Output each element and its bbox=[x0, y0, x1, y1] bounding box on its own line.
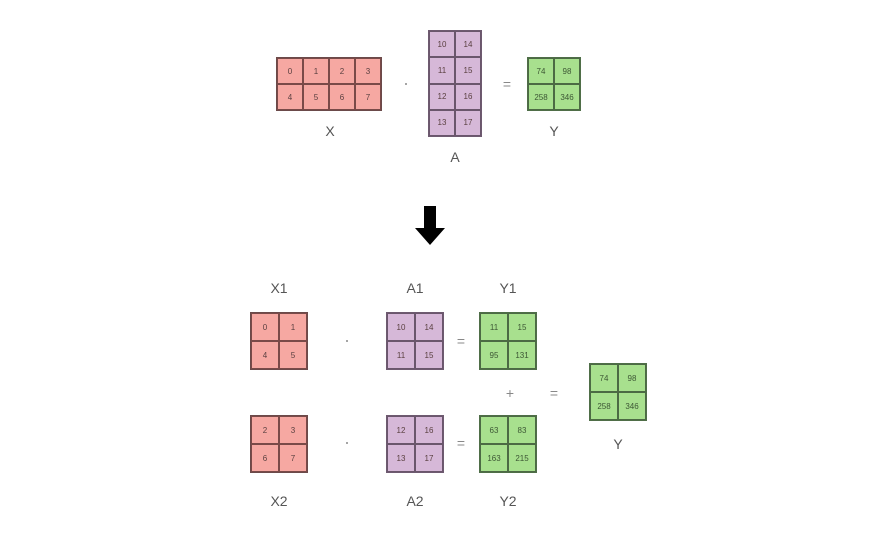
matrix-cell: 17 bbox=[455, 109, 481, 136]
matrix-cell: 13 bbox=[387, 444, 415, 472]
matrix-cell: 258 bbox=[590, 392, 618, 420]
matrix-cell: 74 bbox=[590, 364, 618, 392]
matrix-cell: 16 bbox=[415, 416, 443, 444]
matrix-cell: 346 bbox=[554, 84, 580, 110]
equals-operator: = bbox=[549, 385, 559, 401]
matrix-cell: 11 bbox=[387, 341, 415, 369]
label-a: A bbox=[450, 149, 460, 165]
matrix-y-result: 74 98 258 346 bbox=[589, 363, 647, 421]
matrix-x2: 2 3 6 7 bbox=[250, 415, 308, 473]
matrix-cell: 11 bbox=[429, 57, 455, 84]
matrix-cell: 131 bbox=[508, 341, 536, 369]
label-a1: A1 bbox=[406, 280, 424, 296]
matrix-a1: 10 14 11 15 bbox=[386, 312, 444, 370]
matrix-a: 10 14 11 15 12 16 13 17 bbox=[428, 30, 482, 137]
matrix-cell: 15 bbox=[508, 313, 536, 341]
dot-operator bbox=[405, 83, 407, 85]
matrix-cell: 258 bbox=[528, 84, 554, 110]
matrix-cell: 10 bbox=[429, 31, 455, 58]
matrix-cell: 15 bbox=[415, 341, 443, 369]
matrix-cell: 12 bbox=[429, 83, 455, 110]
matrix-cell: 0 bbox=[277, 58, 303, 84]
label-a2: A2 bbox=[406, 493, 424, 509]
matrix-cell: 7 bbox=[355, 84, 381, 110]
arrow-down-icon bbox=[415, 206, 445, 245]
matrix-y2: 63 83 163 215 bbox=[479, 415, 537, 473]
matrix-cell: 98 bbox=[618, 364, 646, 392]
matrix-cell: 14 bbox=[455, 31, 481, 58]
dot-operator bbox=[346, 340, 348, 342]
matrix-cell: 1 bbox=[279, 313, 307, 341]
matrix-cell: 346 bbox=[618, 392, 646, 420]
equals-operator: = bbox=[502, 76, 512, 92]
matrix-a2: 12 16 13 17 bbox=[386, 415, 444, 473]
matrix-cell: 6 bbox=[251, 444, 279, 472]
label-x1: X1 bbox=[270, 280, 288, 296]
matrix-cell: 13 bbox=[429, 109, 455, 136]
matrix-x: 0 1 2 3 4 5 6 7 bbox=[276, 57, 382, 111]
label-y: Y bbox=[549, 123, 559, 139]
matrix-cell: 163 bbox=[480, 444, 508, 472]
matrix-cell: 1 bbox=[303, 58, 329, 84]
matrix-cell: 6 bbox=[329, 84, 355, 110]
label-x: X bbox=[325, 123, 335, 139]
matrix-y1: 11 15 95 131 bbox=[479, 312, 537, 370]
matrix-y: 74 98 258 346 bbox=[527, 57, 581, 111]
matrix-cell: 4 bbox=[277, 84, 303, 110]
matrix-cell: 215 bbox=[508, 444, 536, 472]
matrix-cell: 15 bbox=[455, 57, 481, 84]
dot-operator bbox=[346, 442, 348, 444]
matrix-cell: 5 bbox=[279, 341, 307, 369]
matrix-cell: 3 bbox=[279, 416, 307, 444]
matrix-cell: 74 bbox=[528, 58, 554, 84]
matrix-cell: 95 bbox=[480, 341, 508, 369]
matrix-cell: 10 bbox=[387, 313, 415, 341]
label-y2: Y2 bbox=[499, 493, 517, 509]
matrix-x1: 0 1 4 5 bbox=[250, 312, 308, 370]
matrix-cell: 16 bbox=[455, 83, 481, 110]
matrix-cell: 3 bbox=[355, 58, 381, 84]
matrix-cell: 7 bbox=[279, 444, 307, 472]
matrix-cell: 83 bbox=[508, 416, 536, 444]
matrix-cell: 11 bbox=[480, 313, 508, 341]
equals-operator: = bbox=[456, 333, 466, 349]
matrix-cell: 17 bbox=[415, 444, 443, 472]
label-x2: X2 bbox=[270, 493, 288, 509]
plus-operator: + bbox=[505, 385, 515, 401]
label-y-result: Y bbox=[613, 436, 623, 452]
matrix-cell: 14 bbox=[415, 313, 443, 341]
matrix-cell: 12 bbox=[387, 416, 415, 444]
matrix-cell: 98 bbox=[554, 58, 580, 84]
matrix-cell: 5 bbox=[303, 84, 329, 110]
matrix-cell: 63 bbox=[480, 416, 508, 444]
matrix-cell: 2 bbox=[329, 58, 355, 84]
label-y1: Y1 bbox=[499, 280, 517, 296]
equals-operator: = bbox=[456, 435, 466, 451]
matrix-cell: 2 bbox=[251, 416, 279, 444]
matrix-cell: 0 bbox=[251, 313, 279, 341]
matrix-cell: 4 bbox=[251, 341, 279, 369]
